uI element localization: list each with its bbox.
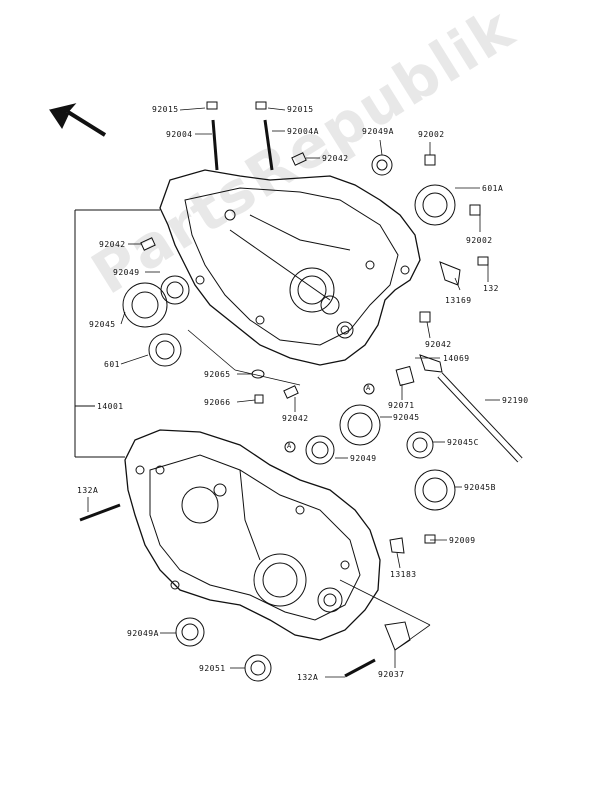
label-132a-bottom: 132A [297, 673, 319, 682]
label-132-right: 132 [483, 284, 499, 293]
lower-crankcase [124, 429, 381, 641]
label-92045-left: 92045 [89, 320, 116, 329]
label-92049a-top: 92049A [362, 127, 394, 136]
label-13183: 13183 [390, 570, 417, 579]
label-14069: 14069 [443, 354, 470, 363]
label-92045-mid: 92045 [393, 413, 420, 422]
label-92049a-low: 92049A [127, 629, 159, 638]
label-92051: 92051 [199, 664, 226, 673]
label-92042-left: 92042 [99, 240, 126, 249]
label-14001: 14001 [97, 402, 124, 411]
label-132a-left: 132A [77, 486, 99, 495]
label-13169: 13169 [445, 296, 472, 305]
label-92042-top: 92042 [322, 154, 349, 163]
label-92002-right: 92002 [466, 236, 493, 245]
label-92037: 92037 [378, 670, 405, 679]
label-92049-left: 92049 [113, 268, 140, 277]
front-arrow-icon [48, 103, 107, 137]
reference-a-lower: A [287, 442, 292, 450]
label-92004a: 92004A [287, 127, 319, 136]
label-92009: 92009 [449, 536, 476, 545]
label-92004: 92004 [166, 130, 193, 139]
label-92190: 92190 [502, 396, 529, 405]
label-92065: 92065 [204, 370, 231, 379]
label-92045b: 92045B [464, 483, 496, 492]
upper-crankcase [159, 169, 421, 366]
label-601a: 601A [482, 184, 504, 193]
label-92015-left: 92015 [152, 105, 179, 114]
reference-a-upper: A [366, 384, 371, 392]
label-92002-top: 92002 [418, 130, 445, 139]
label-92045c: 92045C [447, 438, 479, 447]
label-92049-mid: 92049 [350, 454, 377, 463]
label-92071: 92071 [388, 401, 415, 410]
label-92042-mid: 92042 [425, 340, 452, 349]
label-601: 601 [104, 360, 120, 369]
label-92015-right: 92015 [287, 105, 314, 114]
label-92066: 92066 [204, 398, 231, 407]
label-92042-low: 92042 [282, 414, 309, 423]
